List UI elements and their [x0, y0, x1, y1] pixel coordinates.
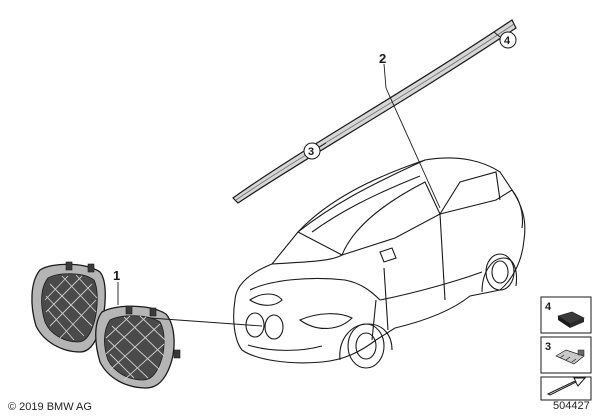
- svg-text:3: 3: [545, 341, 551, 353]
- callout-3: 3: [303, 142, 321, 160]
- svg-text:3: 3: [308, 146, 314, 158]
- roof-trim-strip[interactable]: [232, 19, 517, 204]
- callout-1: 1: [113, 268, 120, 283]
- car-outline: [233, 157, 526, 369]
- svg-text:4: 4: [545, 301, 552, 313]
- leader-lines: [117, 31, 501, 327]
- legend-item-3[interactable]: 3: [540, 336, 592, 374]
- callout-2: 2: [379, 51, 386, 66]
- copyright-notice: © 2019 BMW AG: [8, 401, 92, 413]
- svg-text:2: 2: [379, 51, 386, 66]
- legend-arrow-box: [540, 376, 592, 401]
- svg-text:1: 1: [113, 268, 120, 283]
- kidney-grille[interactable]: [31, 261, 181, 389]
- callout-4: 4: [499, 31, 517, 49]
- diagram-number: 504427: [553, 400, 590, 412]
- legend-item-4[interactable]: 4: [540, 296, 592, 334]
- svg-text:4: 4: [504, 35, 511, 47]
